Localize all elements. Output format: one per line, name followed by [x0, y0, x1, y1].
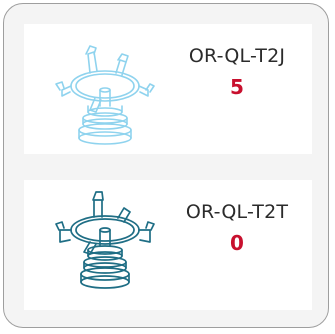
part-count: 0	[230, 231, 244, 255]
part-name: OR-QL-T2J	[188, 45, 286, 67]
part-card-or-ql-t2t[interactable]: OR-QL-T2T 0	[24, 180, 312, 310]
part-count: 5	[230, 75, 244, 99]
tripod-holder-icon	[55, 191, 155, 289]
parts-panel: OR-QL-T2J 5	[3, 3, 329, 328]
part-card-or-ql-t2j[interactable]: OR-QL-T2J 5	[24, 24, 312, 154]
tripod-holder-icon	[55, 45, 155, 145]
part-name: OR-QL-T2T	[185, 201, 289, 223]
